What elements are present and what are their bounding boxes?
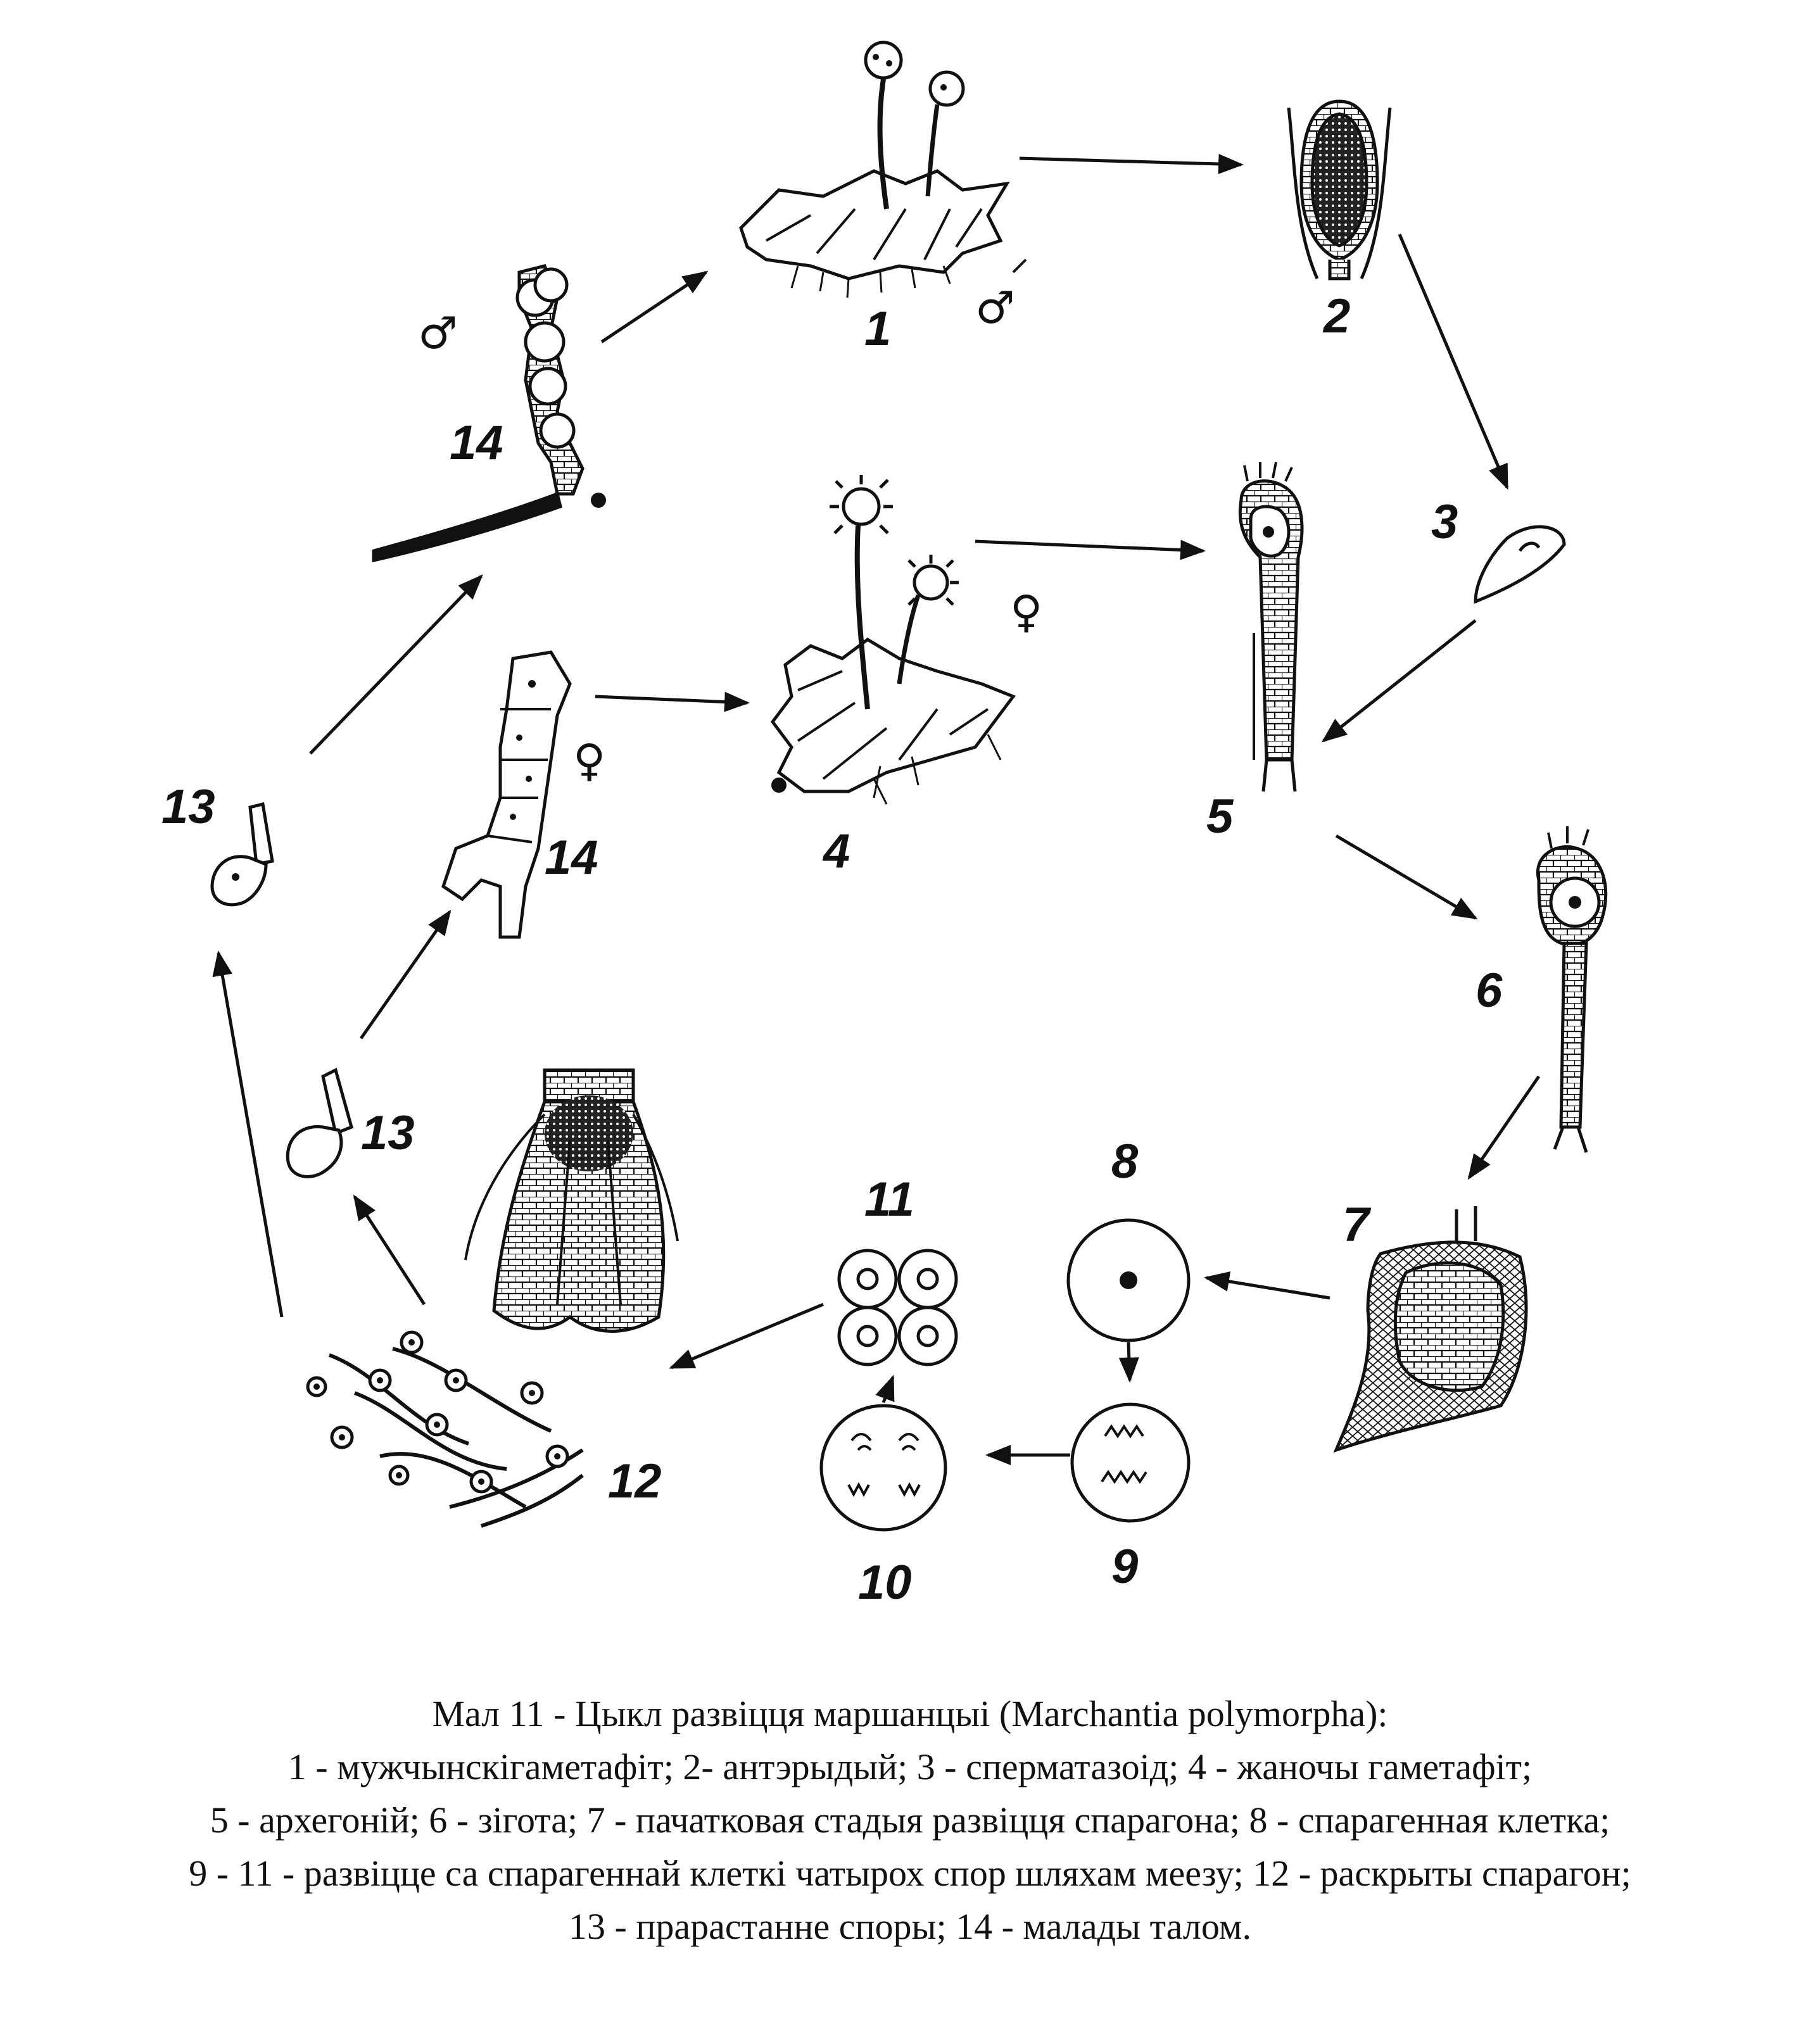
young-thallus-female [441, 650, 572, 939]
label-3: 3 [1431, 495, 1458, 549]
meiosis-stage-two [819, 1404, 947, 1532]
germinating-spore-lower [286, 1068, 354, 1178]
germinating-spore-upper [210, 802, 274, 907]
young-thallus-male [372, 264, 606, 563]
label-6: 6 [1476, 964, 1503, 1018]
label-11: 11 [864, 1173, 914, 1226]
label-8: 8 [1111, 1135, 1139, 1188]
opened-sporogon [306, 1068, 679, 1528]
female-gametophyte [770, 475, 1016, 805]
caption-line: 9 - 11 - развіцце са спарагеннай клеткі … [189, 1853, 1631, 1894]
label-1: 1 [864, 302, 891, 356]
male-symbol-icon: ♂ [418, 307, 458, 359]
label-14-upper: 14 [450, 416, 503, 470]
zygote [1536, 826, 1608, 1153]
label-4: 4 [822, 824, 850, 878]
male-gametophyte [739, 41, 1010, 298]
caption-line: 5 - архегоній; 6 - зігота; 7 - пачаткова… [210, 1799, 1610, 1841]
label-5: 5 [1206, 790, 1234, 843]
label-10: 10 [858, 1556, 912, 1610]
antheridium [1287, 99, 1392, 280]
label-13-upper: 13 [161, 780, 215, 834]
label-13-lower: 13 [361, 1106, 415, 1160]
meiosis-stage-one [1070, 1402, 1191, 1523]
spore-tetrad [837, 1249, 958, 1366]
label-14-lower: 14 [545, 831, 598, 885]
figure-caption: Мал 11 - Цыкл развіцця маршанцыі (Marcha… [0, 1687, 1820, 1953]
female-symbol-icon: ♀ [1010, 586, 1042, 638]
label-12: 12 [608, 1454, 662, 1508]
male-symbol-icon: ♂ [975, 282, 1015, 334]
female-symbol-icon: ♀ [573, 734, 605, 786]
caption-title: Мал 11 - Цыкл развіцця маршанцыі (Marcha… [432, 1693, 1388, 1734]
cycle-arrows [212, 153, 1541, 1465]
male-pointer [1012, 258, 1027, 274]
label-9: 9 [1111, 1540, 1138, 1594]
caption-line: 13 - прарастанне споры; 14 - малады тало… [569, 1906, 1251, 1947]
life-cycle-diagram: 1 2 3 4 5 6 7 8 9 10 11 12 13 13 14 14 ♂… [161, 41, 1608, 1610]
spermatozoid [1474, 525, 1566, 604]
early-sporogon [1333, 1206, 1528, 1453]
caption-line: 1 - мужчынскігаметафіт; 2- антэрыдый; 3 … [288, 1746, 1532, 1787]
sporogenous-cell [1066, 1218, 1191, 1342]
label-2: 2 [1322, 289, 1350, 343]
label-7: 7 [1343, 1198, 1372, 1252]
archegonium [1238, 462, 1304, 792]
